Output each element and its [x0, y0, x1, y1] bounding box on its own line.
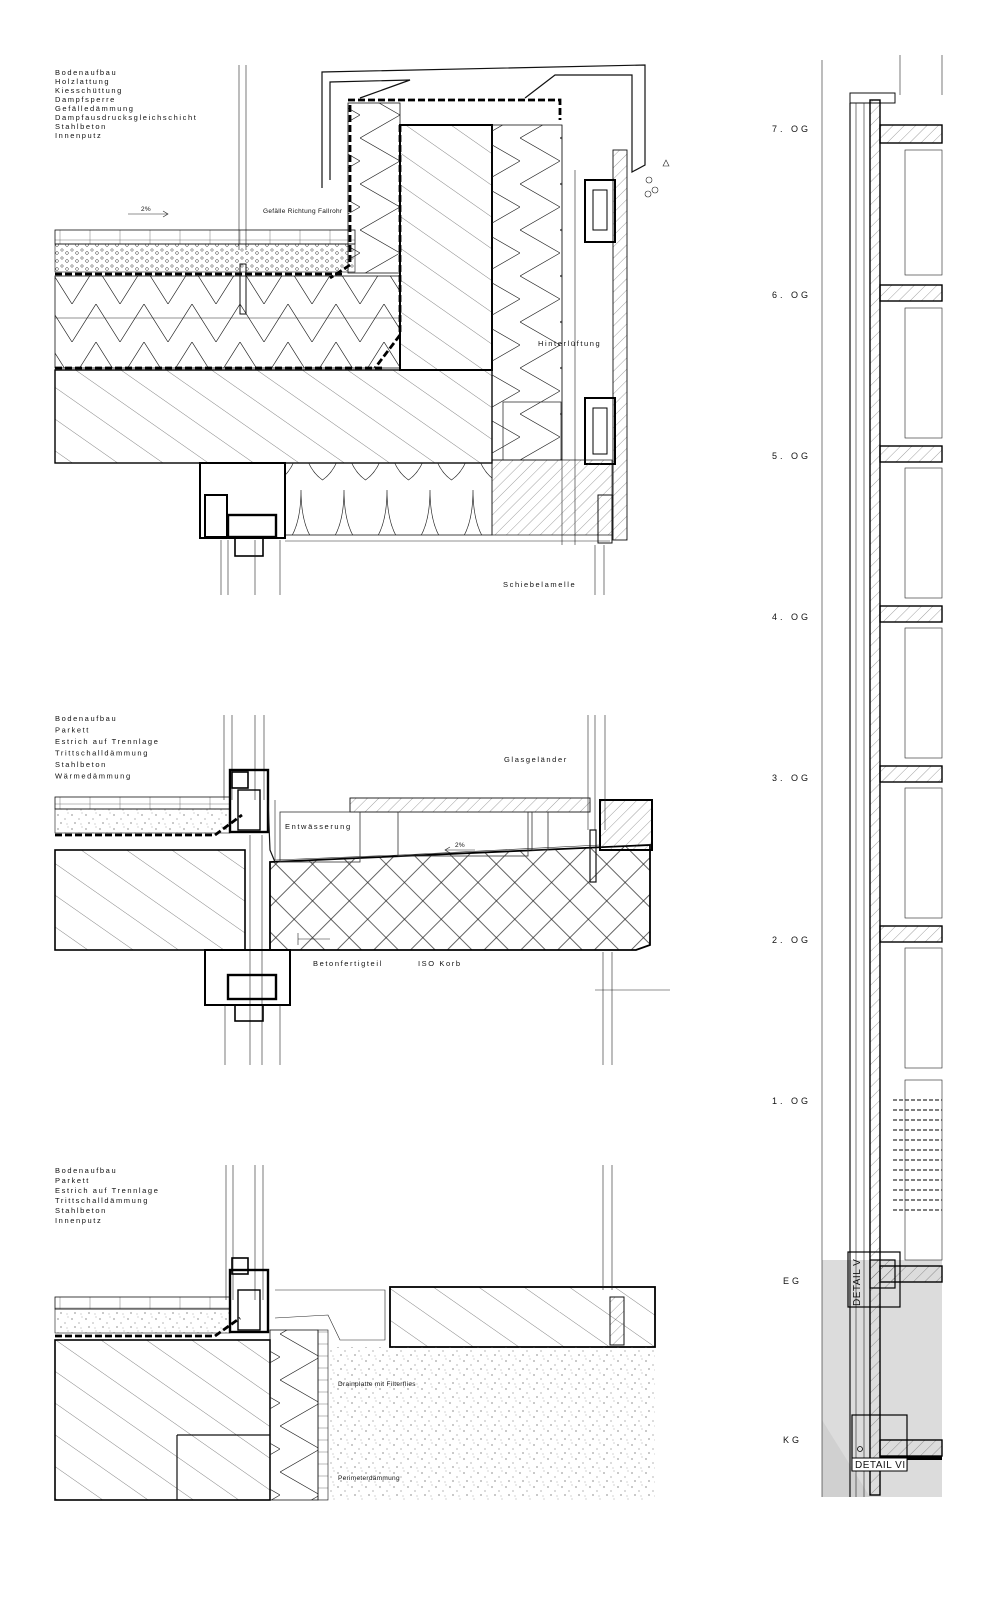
precast-balcony-slab — [269, 844, 651, 951]
facade-cladding — [612, 149, 628, 541]
perimeter-insulation — [269, 1329, 319, 1501]
gravel-fill — [328, 1347, 655, 1500]
level-label: 4. OG — [772, 612, 811, 622]
drain-board — [317, 1329, 329, 1501]
window-head-frame — [204, 949, 291, 1006]
detail-v-callout — [847, 1251, 901, 1308]
detail-roof-parapet: Bodenaufbau Holzlattung Kiesschüttung Da… — [54, 64, 670, 595]
precast-label: Betonfertigteil — [313, 959, 383, 968]
window-head-frame — [199, 462, 286, 539]
screed — [54, 808, 231, 834]
parquet — [54, 1296, 231, 1310]
wood-decking — [54, 229, 356, 245]
level-label: 5. OG — [772, 451, 811, 461]
level-label: 3. OG — [772, 773, 811, 783]
drainage-label: Entwässerung — [285, 822, 352, 831]
buildup-item: Stahlbeton — [55, 1206, 107, 1215]
buildup-item: Wärmedämmung — [55, 772, 132, 781]
roof-slope-label: 2% — [141, 206, 151, 213]
detail-vi-label: DETAIL VI — [855, 1460, 906, 1471]
buildup-item: Parkett — [55, 726, 90, 735]
basement-wall — [869, 1259, 896, 1289]
parapet-timber — [399, 124, 493, 371]
parquet — [54, 796, 231, 810]
facade-wall — [869, 99, 881, 1496]
blind-slats — [893, 1099, 942, 1211]
buildup-item: Bodenaufbau — [55, 1166, 117, 1175]
concrete-slab — [54, 369, 493, 464]
buildup-item: Dampfsperre — [55, 95, 116, 104]
buildup-item: Innenputz — [55, 131, 102, 140]
iso-basket-label: ISO Korb — [418, 959, 462, 968]
ventilation-label: Hinterlüftung — [538, 339, 601, 348]
soffit-insulation — [284, 462, 493, 536]
buildup-item: Holzlattung — [55, 77, 110, 86]
roof-drain-note: Gefälle Richtung Fallrohr — [263, 208, 343, 215]
buildup-item: Kiesschüttung — [55, 86, 123, 95]
balcony-buildup-list: Bodenaufbau Parkett Estrich auf Trennlag… — [55, 714, 163, 781]
level-label: 2. OG — [772, 935, 811, 945]
balcony-upstand — [599, 799, 653, 851]
level-label: 7. OG — [772, 124, 811, 134]
window-sill-frame — [228, 768, 270, 834]
floor-slabs — [879, 124, 943, 1457]
buildup-item: Trittschalldämmung — [55, 749, 149, 758]
detail-ground-floor: Bodenaufbau Parkett Estrich auf Trennlag… — [54, 1165, 656, 1501]
parapet-facade-insulation — [491, 124, 563, 461]
buildup-item: Stahlbeton — [55, 760, 107, 769]
drain-board-label: Drainplatte mit Filterflies — [338, 1381, 416, 1388]
level-label: 1. OG — [772, 1096, 811, 1106]
buildup-item: Parkett — [55, 1176, 90, 1185]
parapet-membrane — [348, 98, 562, 120]
glass-railing-label: Glasgeländer — [504, 755, 568, 764]
buildup-item: Estrich auf Trennlage — [55, 737, 159, 746]
balcony-slope-label: 2% — [455, 842, 465, 849]
buildup-item: Bodenaufbau — [55, 714, 117, 723]
window-outlines — [904, 149, 943, 1261]
screed — [54, 1308, 231, 1334]
detail-v-label: DETAIL V — [852, 1259, 863, 1306]
buildup-item: Bodenaufbau — [55, 68, 117, 77]
level-label: KG — [783, 1435, 802, 1445]
buildup-item: Innenputz — [55, 1216, 102, 1225]
detail-balcony: Bodenaufbau Parkett Estrich auf Trennlag… — [54, 714, 670, 1065]
perimeter-label: Perimeterdämmung — [338, 1475, 400, 1482]
parapet-cap — [321, 64, 646, 188]
ground-buildup-list: Bodenaufbau Parkett Estrich auf Trennlag… — [55, 1166, 163, 1225]
window-sill-frame — [228, 1268, 270, 1334]
interior-slab — [54, 849, 246, 951]
rail-bracket — [584, 179, 616, 243]
gravel-layer — [54, 243, 356, 273]
lamella-label: Schiebelamelle — [503, 580, 576, 589]
buildup-item: Trittschalldämmung — [55, 1196, 149, 1205]
buildup-item: Gefälledämmung — [55, 104, 135, 113]
facade-section: DETAIL V DETAIL VI 7. OG 6. OG 5. OG 4. … — [772, 55, 943, 1497]
buildup-item: Dampfausdrucksgleichschicht — [55, 113, 197, 122]
level-label: EG — [783, 1276, 802, 1286]
roof-buildup-list: Bodenaufbau Holzlattung Kiesschüttung Da… — [55, 68, 201, 140]
parapet-insulation — [347, 102, 401, 274]
level-label: 6. OG — [772, 290, 811, 300]
ground-slab — [54, 1339, 271, 1501]
buildup-item: Stahlbeton — [55, 122, 107, 131]
buildup-item: Estrich auf Trennlage — [55, 1186, 159, 1195]
slope-insulation — [54, 275, 401, 369]
